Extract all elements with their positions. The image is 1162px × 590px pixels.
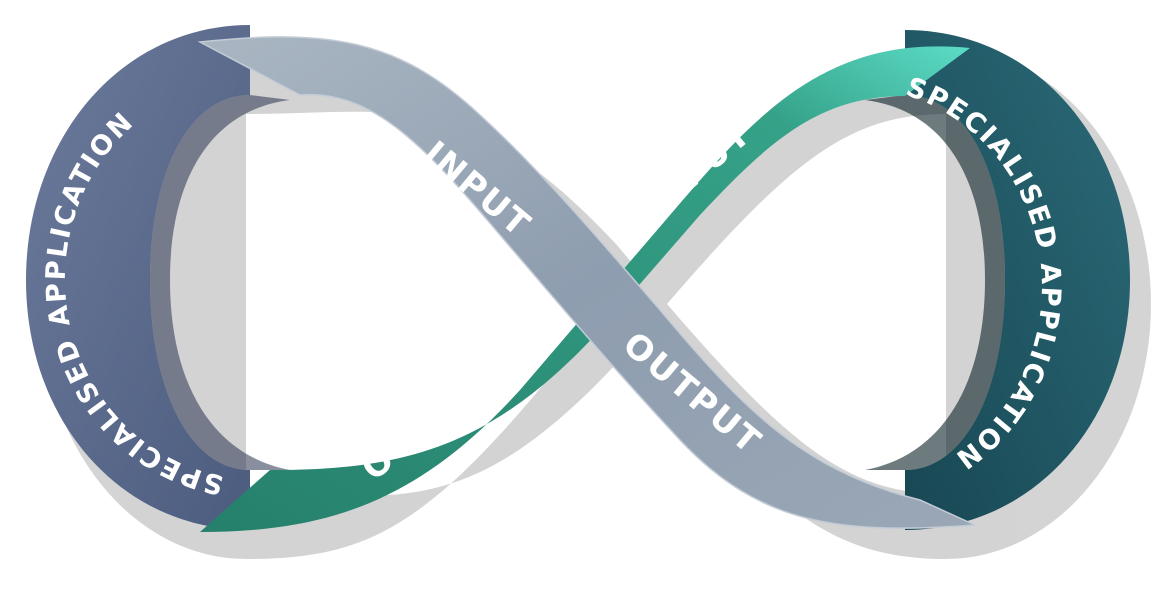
right-loop-band bbox=[905, 30, 1130, 530]
left-loop-inner-shade bbox=[150, 95, 290, 470]
right-loop-inner-shade bbox=[865, 95, 1005, 470]
grey-band bbox=[197, 36, 976, 529]
left-loop-band bbox=[26, 25, 250, 530]
teal-band bbox=[200, 46, 970, 532]
